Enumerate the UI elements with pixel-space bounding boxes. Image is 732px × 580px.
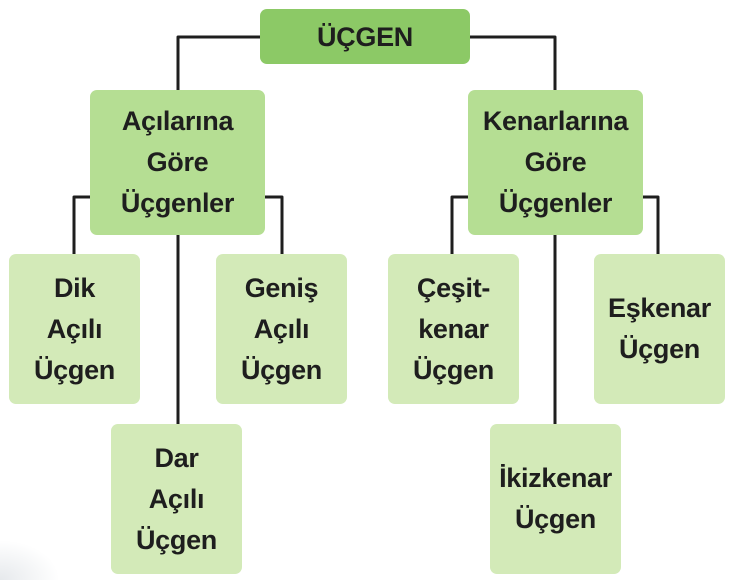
- connector-angles-to-obtuse: [263, 195, 284, 256]
- category-label-line: Göre: [146, 147, 209, 177]
- leaf-label-line: kenar: [418, 313, 489, 344]
- connector-sides-to-scalene: [450, 195, 470, 256]
- leaf-node-isosceles-triangle: İkizkenar Üçgen: [490, 424, 621, 574]
- leaf-node-obtuse-triangle: Geniş Açılı Üçgen: [216, 254, 347, 404]
- leaf-node-acute-triangle: Dar Açılı Üçgen: [111, 424, 242, 574]
- root-node-label: ÜÇGEN: [316, 21, 413, 52]
- leaf-node-equilateral-triangle: Eşkenar Üçgen: [594, 254, 725, 404]
- leaf-label-line: Açılı: [148, 483, 205, 514]
- leaf-label-line: Üçgen: [135, 524, 218, 555]
- leaf-label-line: Açılı: [253, 313, 310, 344]
- category-node-by-angles: Açılarına Göre Üçgenler: [90, 90, 265, 235]
- root-node-triangle: ÜÇGEN: [260, 9, 470, 64]
- leaf-label-line: Üçgen: [240, 354, 323, 385]
- category-label-line: Üçgenler: [120, 188, 235, 218]
- leaf-label-line: Üçgen: [412, 354, 495, 385]
- leaf-node-right-triangle: Dik Açılı Üçgen: [9, 254, 140, 404]
- leaf-label-line: Dar: [154, 442, 199, 473]
- leaf-node-scalene-triangle: Çeşit- kenar Üçgen: [388, 254, 519, 404]
- connector-angles-to-right: [72, 195, 92, 256]
- connector-root-to-sides: [468, 35, 557, 92]
- leaf-label-line: Dik: [53, 272, 96, 303]
- leaf-label-line: Eşkenar: [608, 293, 711, 323]
- connector-root-to-angles: [176, 35, 262, 92]
- leaf-label-line: Geniş: [244, 272, 319, 303]
- leaf-label-line: Üçgen: [33, 354, 116, 385]
- leaf-label-line: Açılı: [46, 313, 103, 344]
- leaf-label-line: Üçgen: [514, 504, 597, 534]
- category-label-line: Kenarlarına: [482, 106, 629, 136]
- leaf-label-line: Üçgen: [618, 334, 701, 364]
- corner-shade: [0, 540, 60, 580]
- category-node-by-sides: Kenarlarına Göre Üçgenler: [468, 90, 643, 235]
- category-label-line: Açılarına: [121, 106, 234, 136]
- category-label-line: Üçgenler: [498, 188, 613, 218]
- connector-sides-to-equilateral: [641, 195, 660, 256]
- leaf-label-line: Çeşit-: [416, 272, 491, 303]
- leaf-label-line: İkizkenar: [499, 463, 612, 493]
- category-label-line: Göre: [524, 147, 587, 177]
